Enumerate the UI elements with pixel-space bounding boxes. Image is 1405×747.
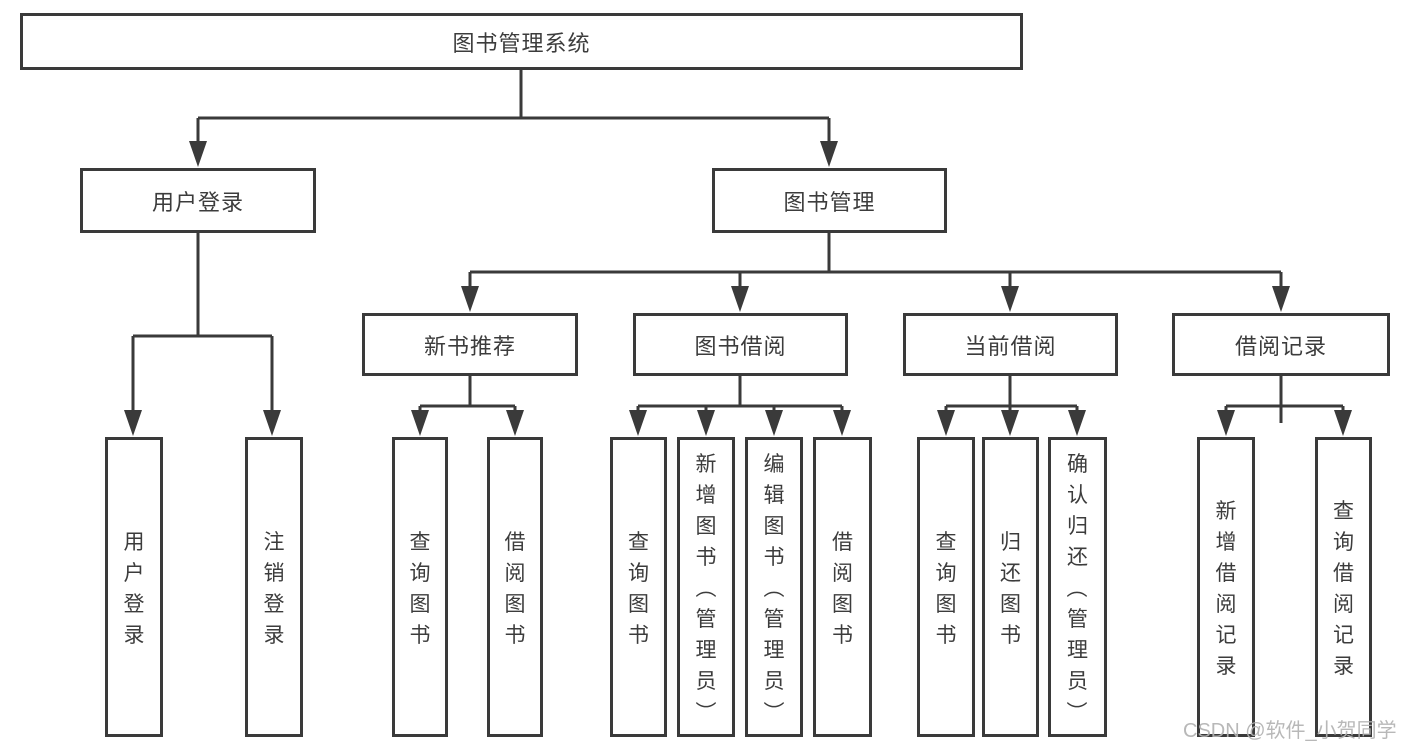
node-label: 图书管理系统 <box>452 30 591 56</box>
leaf-label: 用户登录 <box>123 530 145 647</box>
leaf-query-books-current: 查询图书 <box>917 437 975 737</box>
node-new-book-recommendation: 新书推荐 <box>362 313 578 376</box>
leaf-return-book: 归还图书 <box>982 437 1039 737</box>
leaf-query-borrow-record: 查询借阅记录 <box>1315 437 1372 737</box>
node-label: 当前借阅 <box>964 333 1057 359</box>
leaf-query-books-recommendation: 查询图书 <box>392 437 448 737</box>
node-user-login: 用户登录 <box>80 168 316 233</box>
leaf-label: 确认归还（管理员） <box>1064 453 1089 722</box>
node-book-borrowing: 图书借阅 <box>633 313 848 376</box>
leaf-borrow-books-borrowing: 借阅图书 <box>813 437 872 737</box>
leaf-label: 借阅图书 <box>504 530 526 647</box>
node-current-borrowing: 当前借阅 <box>903 313 1118 376</box>
csdn-watermark: CSDN @软件_小贺同学 <box>1183 720 1397 742</box>
node-label: 借阅记录 <box>1234 333 1327 359</box>
node-library-management-system: 图书管理系统 <box>20 13 1023 70</box>
leaf-label: 查询图书 <box>628 530 649 647</box>
leaf-label: 编辑图书（管理员） <box>761 453 785 722</box>
leaf-user-login: 用户登录 <box>105 437 163 737</box>
leaf-logout: 注销登录 <box>245 437 303 737</box>
node-label: 图书管理 <box>783 189 876 215</box>
leaf-label: 新增借阅记录 <box>1215 499 1237 678</box>
leaf-edit-book-admin: 编辑图书（管理员） <box>745 437 803 737</box>
node-book-management: 图书管理 <box>712 168 947 233</box>
leaf-label: 新增图书（管理员） <box>693 453 717 722</box>
node-label: 图书借阅 <box>694 333 787 359</box>
leaf-add-borrow-record: 新增借阅记录 <box>1197 437 1255 737</box>
leaf-label: 查询借阅记录 <box>1333 499 1354 678</box>
node-label: 用户登录 <box>151 189 244 215</box>
node-label: 新书推荐 <box>423 333 516 359</box>
leaf-add-book-admin: 新增图书（管理员） <box>677 437 735 737</box>
leaf-label: 查询图书 <box>409 530 431 647</box>
node-borrowing-records: 借阅记录 <box>1172 313 1390 376</box>
leaf-query-books-borrowing: 查询图书 <box>610 437 667 737</box>
leaf-label: 借阅图书 <box>832 530 853 647</box>
leaf-label: 注销登录 <box>263 530 285 647</box>
leaf-label: 查询图书 <box>935 530 957 647</box>
leaf-confirm-return-admin: 确认归还（管理员） <box>1048 437 1107 737</box>
leaf-borrow-books-recommendation: 借阅图书 <box>487 437 543 737</box>
leaf-label: 归还图书 <box>1000 530 1021 647</box>
